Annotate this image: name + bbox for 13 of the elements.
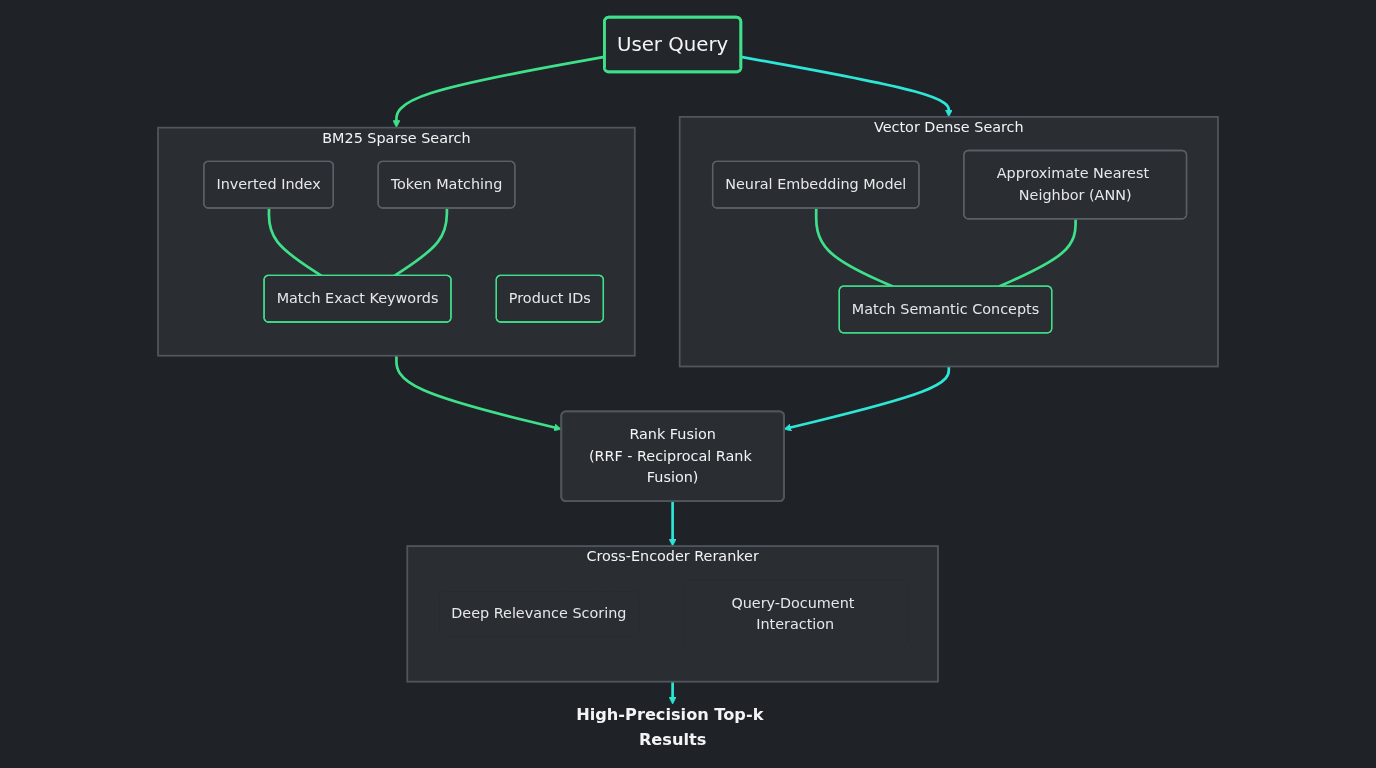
arrow — [668, 501, 677, 547]
arrow — [740, 55, 953, 118]
arrow — [783, 366, 951, 432]
connector — [267, 208, 323, 277]
connector — [814, 208, 894, 288]
node-text: Query-Document Interaction — [731, 594, 855, 633]
arrow — [392, 55, 605, 128]
node-text: Deep Relevance Scoring — [451, 604, 627, 622]
arrow — [668, 681, 677, 705]
arrow — [395, 355, 562, 432]
node-text: High-Precision Top-k Results — [576, 705, 764, 749]
connector — [393, 208, 449, 277]
connector — [998, 219, 1077, 288]
